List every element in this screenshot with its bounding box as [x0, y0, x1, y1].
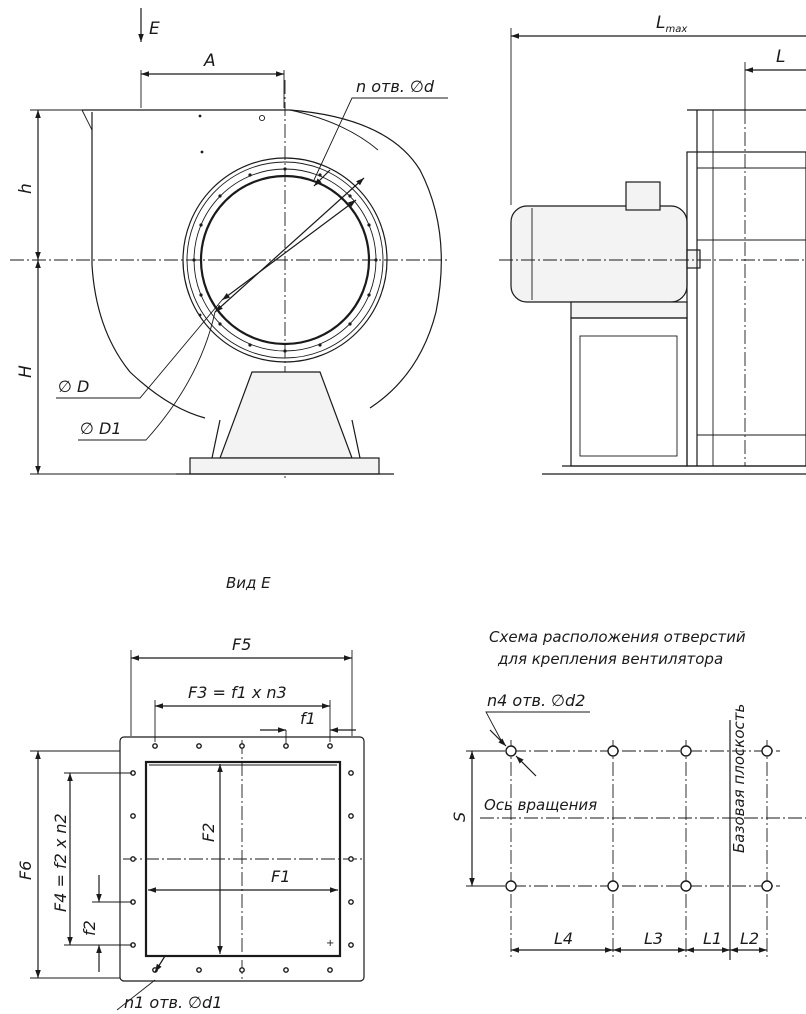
dim-d-line — [221, 199, 357, 301]
volute-outline — [82, 109, 442, 409]
label-H: H — [16, 365, 36, 378]
dim-d1-line — [214, 177, 365, 313]
mounting-hole-scheme: Схема расположения отверстий для креплен… — [450, 628, 806, 960]
svg-text:+: + — [326, 938, 334, 949]
label-d: ∅ D — [58, 377, 89, 396]
outlet-flange — [119, 736, 365, 982]
label-n1-holes: n1 отв. ∅d1 — [124, 993, 222, 1012]
label-f1: f1 — [300, 709, 316, 728]
motor-body — [510, 205, 688, 303]
label-l4: L4 — [554, 929, 573, 948]
label-h: h — [16, 183, 36, 194]
label-l3: L3 — [644, 929, 663, 948]
label-e: E — [149, 19, 160, 39]
label-f6: F6 — [16, 861, 35, 880]
scheme-title-line-1: Схема расположения отверстий — [489, 628, 746, 646]
label-a: A — [203, 51, 216, 71]
terminal-box — [625, 181, 661, 211]
front-view: E A h H — [10, 8, 450, 478]
label-s: S — [450, 812, 469, 822]
label-rotation-axis: Ось вращения — [484, 796, 597, 814]
label-n4-holes: n4 отв. ∅d2 — [487, 691, 585, 710]
label-lmax: Lmax — [656, 13, 687, 35]
scheme-title-line-2: для крепления вентилятора — [497, 650, 723, 668]
motor-frame — [570, 317, 688, 467]
mounting-holes — [505, 745, 773, 892]
label-f4: F4 = f2 x n2 — [51, 813, 70, 912]
label-f1-big: F1 — [271, 867, 290, 886]
label-l1: L1 — [703, 929, 722, 948]
label-l2: L2 — [740, 929, 759, 948]
base-plate — [189, 457, 380, 475]
label-l: L — [776, 47, 785, 67]
label-f5: F5 — [232, 635, 251, 654]
label-d1: ∅ D1 — [80, 419, 122, 438]
view-e: Вид E F5 F3 = f1 x n3 f1 — [16, 574, 365, 1012]
label-f2-small: f2 — [80, 920, 99, 936]
label-base-plane: Базовая плоскость — [730, 704, 748, 853]
label-n-holes: n отв. ∅d — [356, 77, 435, 96]
label-f2-big: F2 — [199, 823, 218, 842]
pedestal — [219, 371, 353, 459]
view-e-title: Вид E — [226, 574, 271, 592]
side-view: Lmax L — [499, 13, 806, 475]
volute-outline-left — [91, 112, 206, 419]
label-f3: F3 = f1 x n3 — [188, 683, 287, 702]
